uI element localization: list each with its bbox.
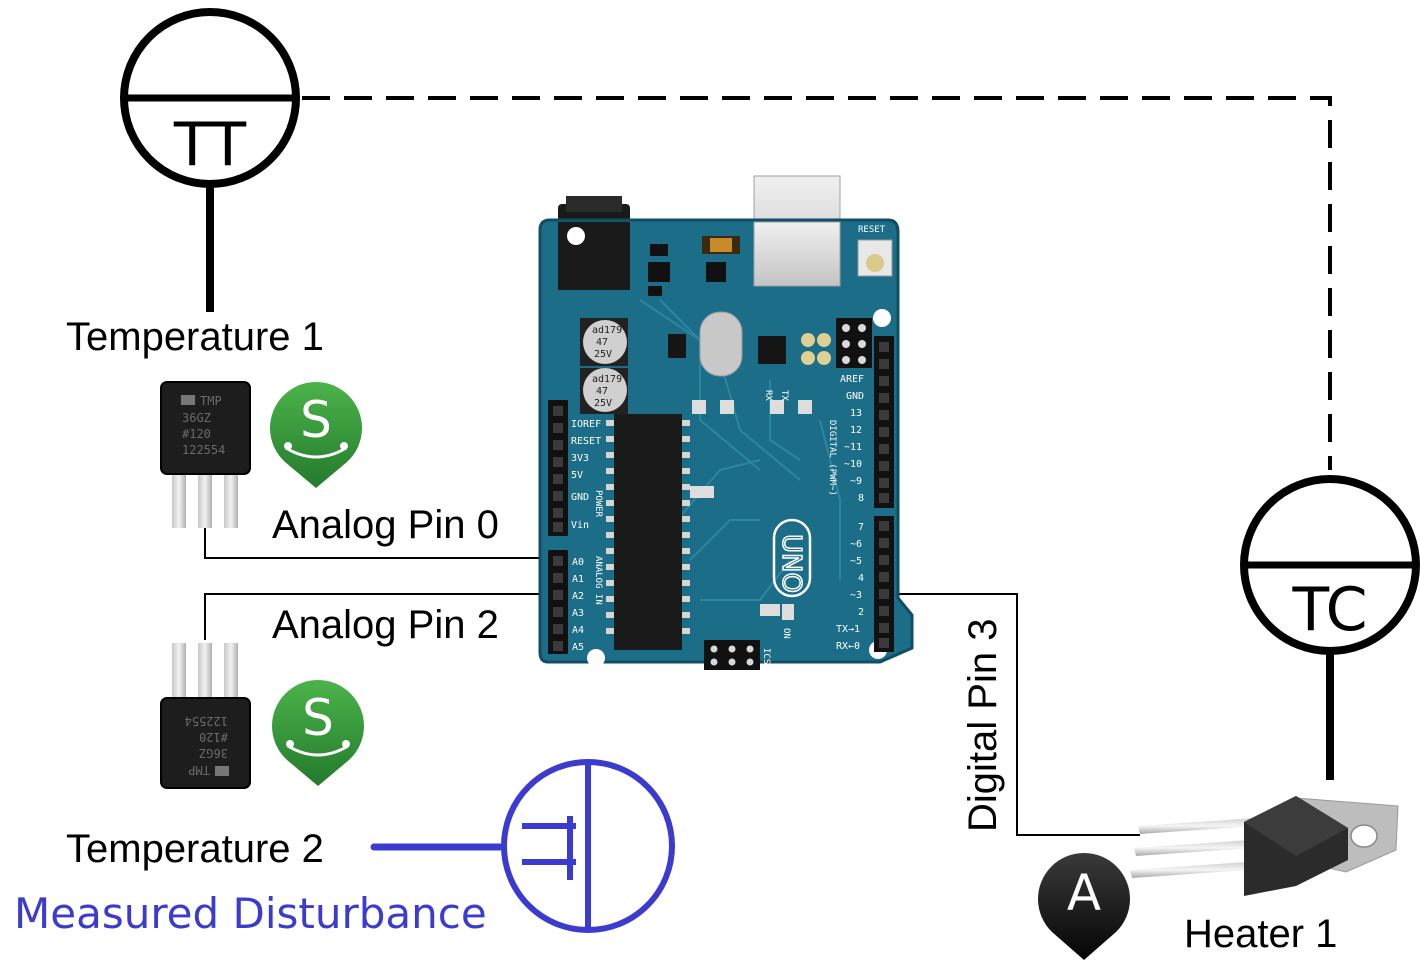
digital-pin-6: ~6 [850, 539, 862, 550]
digital-pin-3-label: Digital Pin 3 [961, 619, 1005, 832]
tc-label: TC [1291, 575, 1367, 645]
sensor-badge-2-letter: S [302, 689, 334, 747]
heater-transistor [1130, 796, 1399, 896]
tt-label: TT [173, 110, 247, 180]
atmega-chip [614, 414, 682, 650]
power-header [548, 400, 568, 536]
capacitor-2-line-2: 47 [596, 386, 608, 397]
tx-silk: TX [779, 390, 789, 401]
wire-heater [886, 593, 1140, 836]
digital-pin-4: 4 [858, 573, 864, 584]
signal-line-dashed [302, 96, 1332, 470]
sensor-1-chip-text-1: TMP [200, 394, 222, 408]
gnd-silk: GND [846, 391, 864, 402]
sensor-1-chip-text-2: 36GZ [182, 411, 211, 425]
sensor-badge-1: S [270, 382, 362, 488]
digital-header-lower [874, 516, 894, 652]
capacitor-1-line-3: 25V [594, 349, 612, 360]
analog-pin-a0: A0 [572, 557, 584, 568]
digital-pin-9: ~9 [850, 476, 862, 487]
analog-pin-2-label: Analog Pin 2 [272, 603, 499, 647]
capacitor-2: ad179 47 25V [580, 368, 628, 414]
wire-temperature-1 [204, 527, 556, 559]
temperature-2-label: Temperature 2 [66, 827, 324, 871]
wire-temperature-2 [204, 593, 556, 640]
power-pin-vin: Vin [571, 520, 589, 531]
uno-logo [772, 518, 812, 598]
reset-silk: RESET [858, 225, 886, 235]
sensor-1-chip-text-3: #120 [182, 427, 211, 441]
tt-instrument: TT [120, 8, 300, 312]
capacitor-2-line-3: 25V [594, 398, 612, 409]
power-pin-ioref: IOREF [571, 419, 601, 430]
analog-pin-a5: A5 [572, 642, 584, 653]
analog-silk: ANALOG IN [593, 556, 603, 605]
sensor-2-chip-text-1: TMP [188, 763, 210, 777]
sensor-2-chip-text-3: #120 [199, 730, 228, 744]
sensor-1-chip-text-4: 122554 [182, 443, 225, 457]
aref-silk: AREF [840, 374, 864, 385]
sensor-2-chip-text-4: 122554 [185, 714, 228, 728]
temperature-sensor-2: TMP 36GZ #120 122554 [160, 643, 251, 789]
digital-pin-11: ~11 [844, 442, 862, 453]
power-pin-5v: 5V [571, 470, 583, 481]
uno-text: UNO [776, 534, 806, 593]
actuator-badge: A [1038, 852, 1130, 960]
digital-pin-10: ~10 [844, 459, 862, 470]
on-silk: ON [781, 628, 791, 639]
measured-disturbance-label: Measured Disturbance [14, 889, 487, 938]
rx-silk: RX [763, 390, 773, 401]
arduino-uno-board: RESET ad179 47 25V ad179 47 25V [538, 175, 914, 670]
temperature-sensor-1: TMP 36GZ #120 122554 [160, 381, 251, 528]
capacitor-2-line-1: ad179 [592, 374, 622, 385]
capacitor-1-line-2: 47 [596, 337, 608, 348]
wiring [204, 527, 1140, 836]
actuator-badge-letter: A [1067, 864, 1101, 922]
power-pin-reset: RESET [571, 436, 601, 447]
digital-pin-8: 8 [858, 493, 864, 504]
digital-pin-5: ~5 [850, 556, 862, 567]
digital-silk: DIGITAL (PWM~) [827, 420, 837, 496]
sensor-badge-2: S [272, 680, 364, 786]
sensor-2-chip-text-2: 36GZ [199, 746, 228, 760]
digital-pin-0: RX←0 [836, 641, 860, 652]
digital-pin-7: 7 [858, 522, 864, 533]
power-silk: POWER [593, 490, 603, 518]
digital-pin-12: 12 [850, 425, 862, 436]
digital-pin-1: TX→1 [836, 624, 860, 635]
icsp-silk: ICSP [761, 648, 771, 670]
tc-instrument: TC [1240, 475, 1420, 780]
capacitor-1: ad179 47 25V [580, 318, 628, 366]
disturbance-symbol [370, 759, 675, 933]
analog-pin-0-label: Analog Pin 0 [272, 503, 499, 547]
capacitor-1-line-1: ad179 [592, 325, 622, 336]
analog-pin-a4: A4 [572, 625, 584, 636]
analog-pin-a2: A2 [572, 591, 584, 602]
analog-pin-a3: A3 [572, 608, 584, 619]
temperature-1-label: Temperature 1 [66, 315, 324, 359]
analog-pin-a1: A1 [572, 574, 584, 585]
digital-pin-2: 2 [858, 607, 864, 618]
digital-pin-13: 13 [850, 408, 862, 419]
digital-pin-3: ~3 [850, 590, 862, 601]
heater-1-label: Heater 1 [1184, 912, 1337, 956]
sensor-badge-1-letter: S [300, 391, 332, 449]
power-pin-gnd: GND [571, 492, 589, 503]
power-pin-3v3: 3V3 [571, 453, 589, 464]
